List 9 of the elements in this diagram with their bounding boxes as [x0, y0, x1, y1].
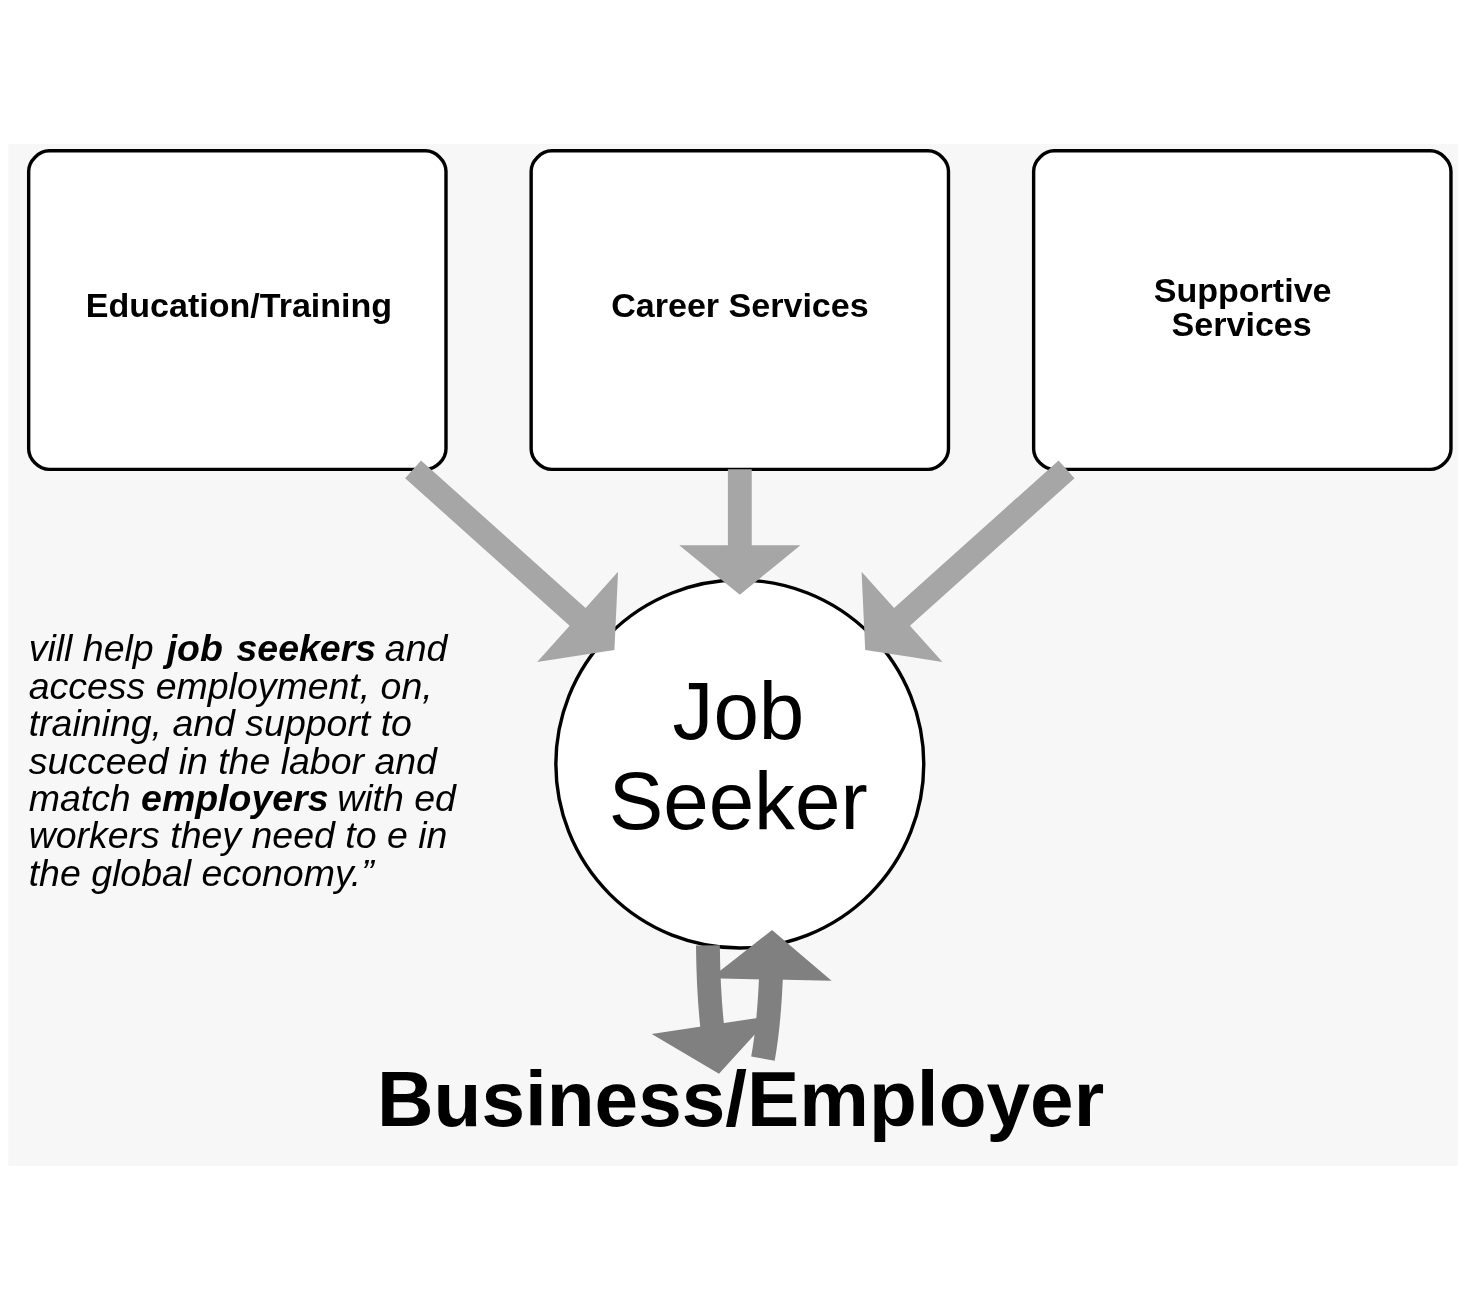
node-text: Business/Employer [377, 1055, 1105, 1144]
arrow [405, 460, 619, 662]
label: vill help job seekers and access employment, on, training, and support to succeed in the labor and match employers with ed workers they need to e in the global economy.” [28, 627, 456, 894]
node-box: Supportive Services [1031, 149, 1453, 472]
node-box: Career Services [529, 149, 951, 472]
node-circle: Job Seeker [554, 578, 926, 950]
arrow [861, 460, 1075, 662]
arrow [679, 469, 801, 595]
node-box: Education/Training [26, 149, 448, 472]
